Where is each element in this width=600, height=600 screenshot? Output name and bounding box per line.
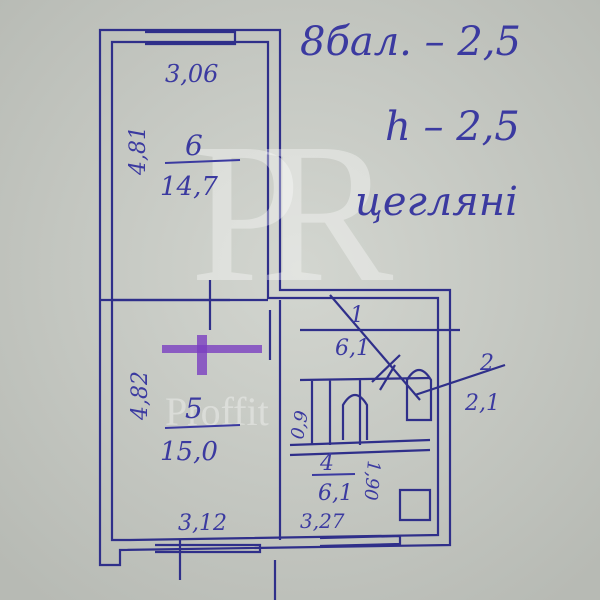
marker-stroke — [162, 345, 262, 353]
watermark-logo: R — [260, 103, 394, 324]
note-material: цеглянi — [355, 179, 518, 225]
room-4-number: 4 — [319, 451, 334, 476]
room-6-area: 14,7 — [160, 172, 218, 202]
room-6-width: 3,06 — [165, 60, 218, 88]
room-6-number: 6 — [185, 129, 203, 162]
room-2-number: 2 — [479, 351, 494, 376]
room-1-area: 6,1 — [335, 336, 370, 361]
marker-stroke — [197, 335, 207, 375]
room-5-area: 15,0 — [160, 437, 218, 467]
room-6-length: 4,81 — [126, 126, 151, 176]
watermark-logo: P — [190, 103, 301, 324]
closet-size: 0,9 — [287, 409, 313, 441]
walls — [98, 28, 506, 600]
note-height: h – 2,5 — [385, 104, 520, 150]
room-2-area: 2,1 — [464, 391, 500, 416]
note-balcony: 8бал. – 2,5 — [300, 19, 521, 65]
room-5-number: 5 — [185, 392, 203, 425]
room-5-width: 3,12 — [178, 511, 227, 536]
room-4-width: 3,27 — [300, 509, 345, 533]
room-4-length: 1,90 — [360, 460, 384, 502]
room-5-length: 4,82 — [128, 371, 153, 421]
room-4-area: 6,1 — [318, 481, 353, 506]
room-1-number: 1 — [350, 303, 364, 328]
